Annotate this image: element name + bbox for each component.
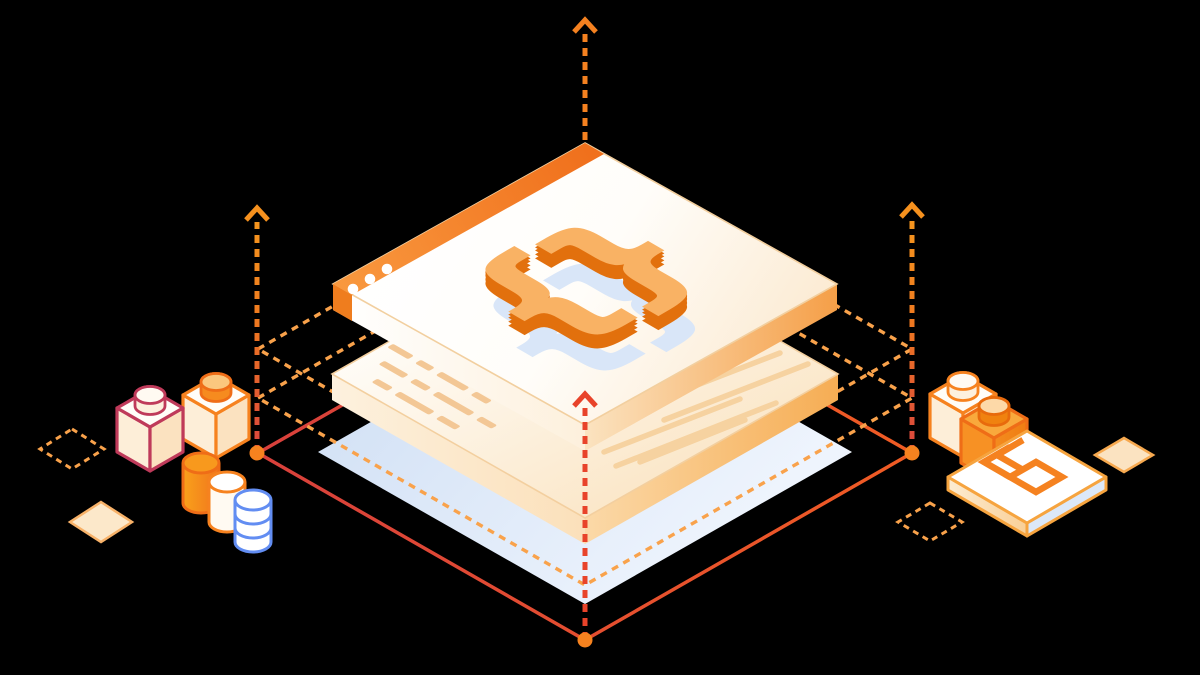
dashed-diamond-right (895, 501, 965, 543)
cylinder-orange (181, 451, 221, 515)
pages-logo-icon (977, 437, 1069, 496)
left-arrow (244, 204, 270, 453)
pages-tile (946, 429, 1108, 538)
lego-brick-crimson-left (115, 385, 185, 473)
lego-brick-orange-left (181, 372, 251, 460)
filled-diamond-left (67, 500, 135, 544)
center-arrow (572, 390, 598, 640)
right-arrow (899, 201, 925, 453)
filled-diamond-right (1092, 436, 1156, 474)
vertex-dots (249, 445, 920, 648)
document-code-dashes (372, 344, 497, 430)
cylinder-blue-database (233, 488, 273, 554)
browser-window-layer (331, 142, 839, 451)
browser-window-dots (347, 263, 393, 295)
left-group (37, 372, 273, 554)
right-group (895, 371, 1156, 543)
dashed-diamond-left (37, 427, 107, 471)
browser-titlebar (333, 143, 604, 295)
top-arrow (572, 16, 598, 140)
